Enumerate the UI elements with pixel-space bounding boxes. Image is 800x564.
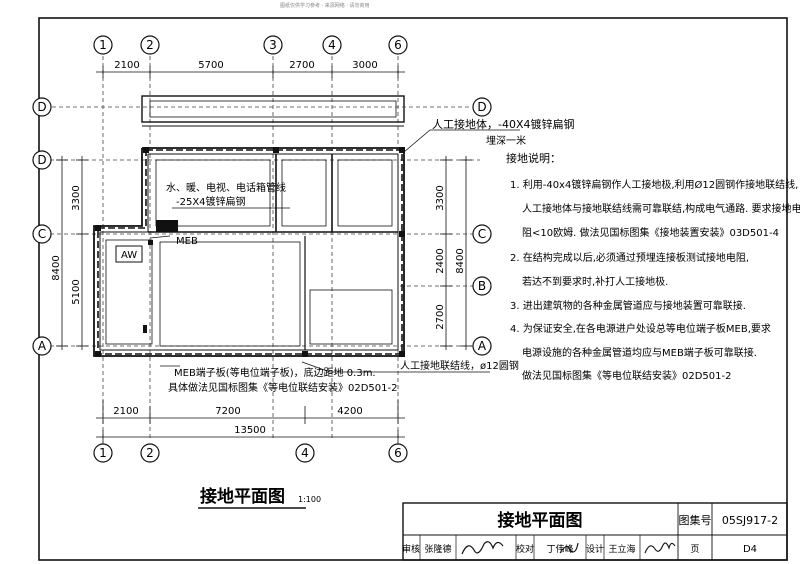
axis-label-bottom-2: 2 xyxy=(146,446,154,460)
axis-label-top-6: 6 xyxy=(394,38,402,52)
axis-bubble-left-A: A xyxy=(32,336,52,356)
watermark-text: 图纸仅供学习参考 · 来源网络 · 请勿商用 xyxy=(280,3,370,9)
label-earth-body: 人工接地体，-40X4镀锌扁钢 xyxy=(432,117,575,131)
axis-lines xyxy=(50,56,480,440)
note-1b: 人工接地体与接地联结线需可靠联结,构成电气通路. 要求接地电 xyxy=(522,202,800,215)
axis-label-top-3: 3 xyxy=(269,38,277,52)
axis-label-top-2: 2 xyxy=(146,38,154,52)
axis-label-bottom-4: 4 xyxy=(301,446,309,460)
axis-label-top-1: 1 xyxy=(99,38,107,52)
note-2a: 2. 在结构完成以后,必须通过预埋连接板测试接地电阻, xyxy=(510,251,749,264)
title-block-review-label: 审核 xyxy=(402,543,420,555)
designer-signature xyxy=(644,542,676,554)
grounding-electrodes xyxy=(95,147,405,357)
axis-bubble-bottom-2: 2 xyxy=(140,443,160,463)
left-dimension-lines xyxy=(56,156,88,350)
title-block-page-number: D4 xyxy=(743,544,757,555)
label-aw: AW xyxy=(121,250,137,261)
dim-top-4: 3000 xyxy=(352,60,377,71)
dim-right-total: 8400 xyxy=(455,248,466,273)
dim-top-3: 2700 xyxy=(289,60,314,71)
axis-bubble-left-C: C xyxy=(32,224,52,244)
label-connect-line: 人工接地联结线，ø12圆钢 xyxy=(400,359,519,372)
axis-bubble-top-1: 1 xyxy=(93,35,113,55)
note-2b: 若达不到要求时,补打人工接地极. xyxy=(522,275,668,288)
axis-bubble-bottom-6: 6 xyxy=(388,443,408,463)
note-4b: 电源设施的各种金属管道均应与MEB端子板可靠联接. xyxy=(522,346,757,359)
leader-lines xyxy=(149,129,520,373)
dim-bottom-2: 7200 xyxy=(215,406,240,417)
axis-bubble-right-B: B xyxy=(472,276,492,296)
axis-label-bottom-6: 6 xyxy=(394,446,402,460)
drawing-scale: 1:100 xyxy=(298,495,321,504)
note-3: 3. 进出建筑物的各种金属管道应与接地装置可靠联接. xyxy=(510,299,746,312)
axis-bubble-right-D-upper: D xyxy=(472,97,492,117)
label-meb-note-2: 具体做法见国标图集《等电位联结安装》02D501-2 xyxy=(168,381,397,394)
drawing-title: 接地平面图 xyxy=(200,486,285,507)
axis-label-left-D: D xyxy=(37,153,46,167)
axis-bubble-right-C: C xyxy=(472,224,492,244)
dim-right-2: 2400 xyxy=(435,248,446,273)
title-block-atlas-number: 05SJ917-2 xyxy=(722,514,778,527)
note-1c: 阻<10欧姆. 做法见国标图集《接地装置安装》03D501-4 xyxy=(522,226,779,239)
label-meb-note-1: MEB端子板(等电位端子板)，底边距地 0.3m. xyxy=(174,366,376,379)
dim-top-2: 5700 xyxy=(198,60,223,71)
dim-bottom-3: 4200 xyxy=(337,406,362,417)
dim-bottom-1: 2100 xyxy=(113,406,138,417)
axis-label-left-C: C xyxy=(38,227,46,241)
axis-label-right-B: B xyxy=(478,279,486,293)
note-4c: 做法见国标图集《等电位联结安装》02D501-2 xyxy=(522,369,731,382)
title-block-designer: 王立海 xyxy=(608,543,635,555)
dim-top-1: 2100 xyxy=(114,60,139,71)
axis-label-top-4: 4 xyxy=(328,38,336,52)
label-pipe-well: 水、暖、电视、电话箱管线 xyxy=(166,181,286,194)
dim-right-1: 3300 xyxy=(435,185,446,210)
top-dimension-line xyxy=(96,66,405,78)
bottom-dimension-lines xyxy=(96,400,405,444)
axis-label-right-A: A xyxy=(478,339,487,353)
axis-bubble-top-3: 3 xyxy=(263,35,283,55)
dim-right-3: 2700 xyxy=(435,304,446,329)
label-meb: MEB xyxy=(176,236,198,247)
axis-bubble-top-2: 2 xyxy=(140,35,160,55)
note-1a: 1. 利用-40x4镀锌扁钢作人工接地极,利用Ø12圆钢作接地联结线, xyxy=(510,178,798,191)
axis-bubble-top-4: 4 xyxy=(322,35,342,55)
title-block xyxy=(402,502,788,561)
dim-left-2: 5100 xyxy=(71,279,82,304)
title-block-design-label: 设计 xyxy=(586,543,604,555)
note-4a: 4. 为保证安全,在各电源进户处设总等电位端子板MEB,要求 xyxy=(510,322,771,335)
axis-bubble-top-6: 6 xyxy=(388,35,408,55)
dim-left-total: 8400 xyxy=(51,255,62,280)
label-flat-steel: -25X4镀锌扁钢 xyxy=(176,195,246,208)
axis-bubble-left-D-upper: D xyxy=(32,97,52,117)
axis-bubble-left-D: D xyxy=(32,150,52,170)
axis-label-left-D-upper: D xyxy=(37,100,46,114)
title-block-reviewer: 张隆德 xyxy=(424,543,451,555)
building-walls xyxy=(93,95,405,357)
sheet-frame xyxy=(38,17,788,561)
axis-label-right-C: C xyxy=(478,227,486,241)
axis-label-right-D-upper: D xyxy=(477,100,486,114)
dim-bottom-total: 13500 xyxy=(234,425,266,436)
grounding-loop xyxy=(97,149,403,355)
title-block-page-label: 页 xyxy=(690,544,699,555)
title-block-check-label: 校对 xyxy=(516,543,534,555)
reviewer-signature xyxy=(461,541,504,555)
axis-bubble-right-A: A xyxy=(472,336,492,356)
right-dimension-lines xyxy=(440,156,472,350)
axis-bubble-bottom-4: 4 xyxy=(295,443,315,463)
dim-left-1: 3300 xyxy=(71,185,82,210)
title-block-title: 接地平面图 xyxy=(498,510,583,531)
axis-label-bottom-1: 1 xyxy=(99,446,107,460)
title-block-atlas-label: 图集号 xyxy=(679,513,712,527)
label-buried-depth: 埋深一米 xyxy=(486,134,526,147)
axis-label-left-A: A xyxy=(38,339,47,353)
checker-signature xyxy=(559,542,579,554)
notes-title: 接地说明： xyxy=(506,151,561,165)
axis-bubble-bottom-1: 1 xyxy=(93,443,113,463)
